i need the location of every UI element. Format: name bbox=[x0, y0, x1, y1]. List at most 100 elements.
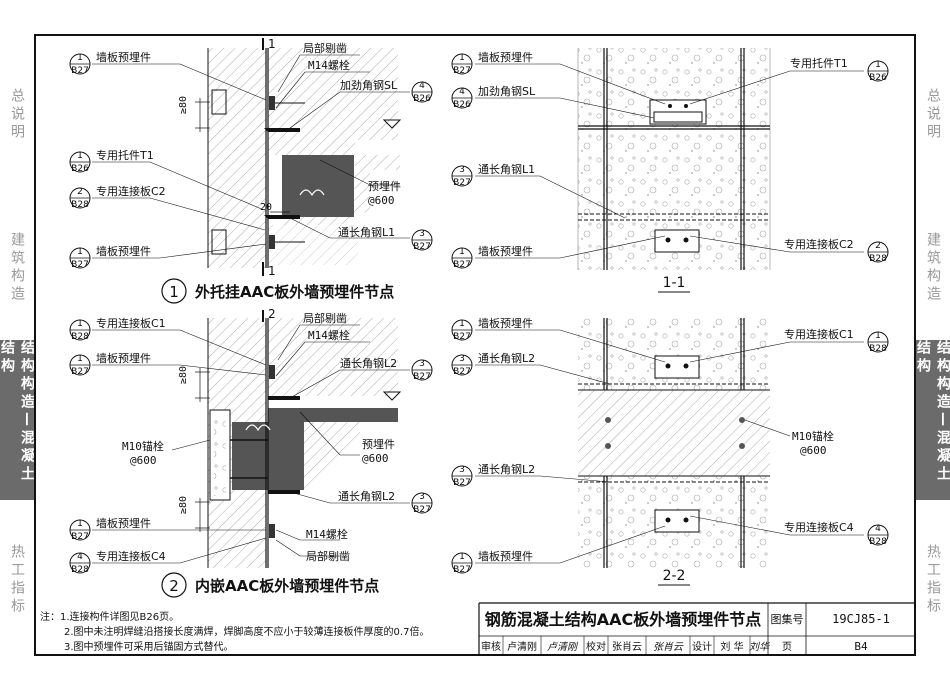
notes: 注：1.连接构件详图见B26页。 2.图中未注明焊缝沿搭接长度满焊，焊脚高度不应… bbox=[40, 610, 429, 655]
svg-text:专用托件T1: 专用托件T1 bbox=[96, 148, 154, 162]
svg-text:3: 3 bbox=[459, 354, 465, 364]
svg-text:墙板预埋件: 墙板预埋件 bbox=[478, 316, 533, 330]
svg-text:≥80: ≥80 bbox=[178, 366, 189, 384]
svg-text:局部剔凿: 局部剔凿 bbox=[306, 549, 350, 563]
svg-text:B27: B27 bbox=[453, 565, 471, 575]
svg-text:通长角钢L2: 通长角钢L2 bbox=[338, 490, 395, 503]
svg-text:2-2: 2-2 bbox=[663, 568, 686, 584]
svg-text:4: 4 bbox=[459, 87, 465, 97]
sidebar-left-general[interactable]: 总说明 bbox=[9, 88, 25, 142]
svg-text:1: 1 bbox=[459, 552, 465, 562]
svg-text:墙板预埋件: 墙板预埋件 bbox=[96, 351, 151, 365]
svg-text:@600: @600 bbox=[800, 444, 827, 457]
svg-text:B26: B26 bbox=[413, 94, 431, 104]
sidebar-right-thermal[interactable]: 热工指标 bbox=[925, 544, 941, 616]
svg-text:1: 1 bbox=[459, 53, 465, 63]
svg-text:1: 1 bbox=[875, 60, 881, 70]
svg-text:墙板预埋件: 墙板预埋件 bbox=[478, 244, 533, 258]
svg-text:校对: 校对 bbox=[586, 640, 606, 653]
svg-text:刘华: 刘华 bbox=[749, 641, 770, 653]
svg-text:19CJ85-1: 19CJ85-1 bbox=[832, 612, 890, 626]
svg-text:B27: B27 bbox=[413, 505, 431, 515]
svg-text:钢筋混凝土结构AAC板外墙预埋件节点: 钢筋混凝土结构AAC板外墙预埋件节点 bbox=[485, 610, 762, 629]
svg-text:4: 4 bbox=[875, 524, 881, 534]
svg-text:1: 1 bbox=[459, 247, 465, 257]
svg-text:B27: B27 bbox=[71, 367, 89, 377]
svg-text:3: 3 bbox=[459, 165, 465, 175]
svg-text:1: 1 bbox=[77, 151, 83, 161]
svg-text:1: 1 bbox=[77, 519, 83, 529]
svg-text:专用连接板C4: 专用连接板C4 bbox=[784, 520, 854, 534]
svg-text:B27: B27 bbox=[453, 260, 471, 270]
sidebar-left-thermal[interactable]: 热工指标 bbox=[9, 544, 25, 616]
svg-text:专用连接板C1: 专用连接板C1 bbox=[96, 316, 166, 330]
svg-text:B27: B27 bbox=[413, 242, 431, 252]
svg-text:通长角钢L1: 通长角钢L1 bbox=[478, 163, 535, 176]
svg-text:B27: B27 bbox=[453, 332, 471, 342]
svg-text:≥80: ≥80 bbox=[178, 96, 189, 114]
svg-text:通长角钢L2: 通长角钢L2 bbox=[340, 357, 397, 370]
svg-text:M14螺栓: M14螺栓 bbox=[306, 527, 348, 541]
svg-text:局部剔凿: 局部剔凿 bbox=[303, 311, 347, 325]
svg-text:加劲角钢SL: 加劲角钢SL bbox=[478, 85, 536, 98]
title-block: 钢筋混凝土结构AAC板外墙预埋件节点 图集号 19CJ85-1 审核 卢清刚 卢… bbox=[478, 602, 916, 656]
detail-2-labels: 1 B28 专用连接板C1 1 B27 墙板预埋件 M10锚栓 @600 1 B… bbox=[69, 307, 433, 598]
svg-text:B27: B27 bbox=[413, 372, 431, 382]
sidebar-left-architecture[interactable]: 建筑构造 bbox=[9, 231, 25, 304]
svg-text:1: 1 bbox=[77, 53, 83, 63]
svg-text:B27: B27 bbox=[71, 66, 89, 76]
svg-text:3: 3 bbox=[419, 359, 425, 369]
note-2: 2.图中未注明焊缝沿搭接长度满焊，焊脚高度不应小于较薄连接板件厚度的0.7倍。 bbox=[64, 627, 430, 638]
svg-text:B28: B28 bbox=[869, 537, 887, 547]
sidebar-right-structure[interactable]: 结构构造—混凝土结构 bbox=[915, 340, 950, 500]
svg-text:B28: B28 bbox=[71, 200, 89, 210]
svg-text:@600: @600 bbox=[362, 452, 389, 465]
svg-text:专用连接板C2: 专用连接板C2 bbox=[96, 184, 166, 198]
svg-text:专用连接板C1: 专用连接板C1 bbox=[784, 327, 854, 341]
svg-text:B4: B4 bbox=[854, 640, 868, 653]
sidebar-left-structure[interactable]: 结构构造—混凝土结构 bbox=[0, 340, 35, 500]
svg-text:卢清刚: 卢清刚 bbox=[547, 641, 579, 653]
svg-text:局部剔凿: 局部剔凿 bbox=[303, 41, 347, 55]
svg-text:页: 页 bbox=[782, 641, 792, 653]
svg-text:4: 4 bbox=[77, 552, 83, 562]
svg-text:墙板预埋件: 墙板预埋件 bbox=[96, 244, 151, 258]
svg-text:墙板预埋件: 墙板预埋件 bbox=[96, 50, 151, 64]
svg-text:1: 1 bbox=[77, 354, 83, 364]
svg-text:外托挂AAC板外墙预埋件节点: 外托挂AAC板外墙预埋件节点 bbox=[194, 283, 394, 301]
svg-text:4: 4 bbox=[419, 81, 425, 91]
svg-text:B28: B28 bbox=[869, 254, 887, 264]
svg-text:1-1: 1-1 bbox=[663, 275, 686, 291]
svg-text:1: 1 bbox=[459, 319, 465, 329]
svg-text:加劲角钢SL: 加劲角钢SL bbox=[340, 79, 398, 92]
svg-text:B28: B28 bbox=[71, 565, 89, 575]
detail-2-drawing bbox=[92, 310, 410, 568]
svg-text:B27: B27 bbox=[71, 260, 89, 270]
svg-text:张肖云: 张肖云 bbox=[612, 640, 642, 653]
svg-text:通长角钢L2: 通长角钢L2 bbox=[478, 463, 535, 476]
svg-text:B27: B27 bbox=[453, 478, 471, 488]
svg-text:B27: B27 bbox=[453, 178, 471, 188]
svg-text:刘 华: 刘 华 bbox=[720, 640, 743, 653]
sidebar-right-architecture[interactable]: 建筑构造 bbox=[925, 231, 941, 304]
svg-text:2: 2 bbox=[875, 241, 881, 251]
svg-text:1: 1 bbox=[77, 247, 83, 257]
sidebar-right-general[interactable]: 总说明 bbox=[925, 88, 941, 142]
note-3: 3.图中预埋件可采用后锚固方式替代。 bbox=[64, 642, 234, 653]
svg-text:2: 2 bbox=[169, 577, 179, 595]
svg-text:@600: @600 bbox=[130, 454, 157, 467]
section-1-1-labels: 1 B27 墙板预埋件 4 B26 加劲角钢SL 3 B27 通长角钢L1 1 … bbox=[451, 50, 889, 293]
svg-text:1: 1 bbox=[268, 37, 276, 51]
detail-1-drawing bbox=[92, 38, 410, 276]
svg-text:通长角钢L1: 通长角钢L1 bbox=[338, 226, 395, 239]
svg-text:卢清刚: 卢清刚 bbox=[507, 640, 537, 653]
section-2-2-labels: 1 B27 墙板预埋件 3 B27 通长角钢L2 3 B27 通长角钢L2 1 … bbox=[451, 316, 889, 586]
svg-text:专用托件T1: 专用托件T1 bbox=[790, 56, 848, 70]
svg-text:≥80: ≥80 bbox=[178, 496, 189, 514]
svg-text:M10锚栓: M10锚栓 bbox=[792, 429, 834, 443]
svg-text:1: 1 bbox=[77, 319, 83, 329]
svg-text:墙板预埋件: 墙板预埋件 bbox=[96, 516, 151, 530]
svg-text:1: 1 bbox=[875, 331, 881, 341]
svg-text:设计: 设计 bbox=[692, 640, 712, 653]
svg-text:1: 1 bbox=[268, 264, 276, 278]
